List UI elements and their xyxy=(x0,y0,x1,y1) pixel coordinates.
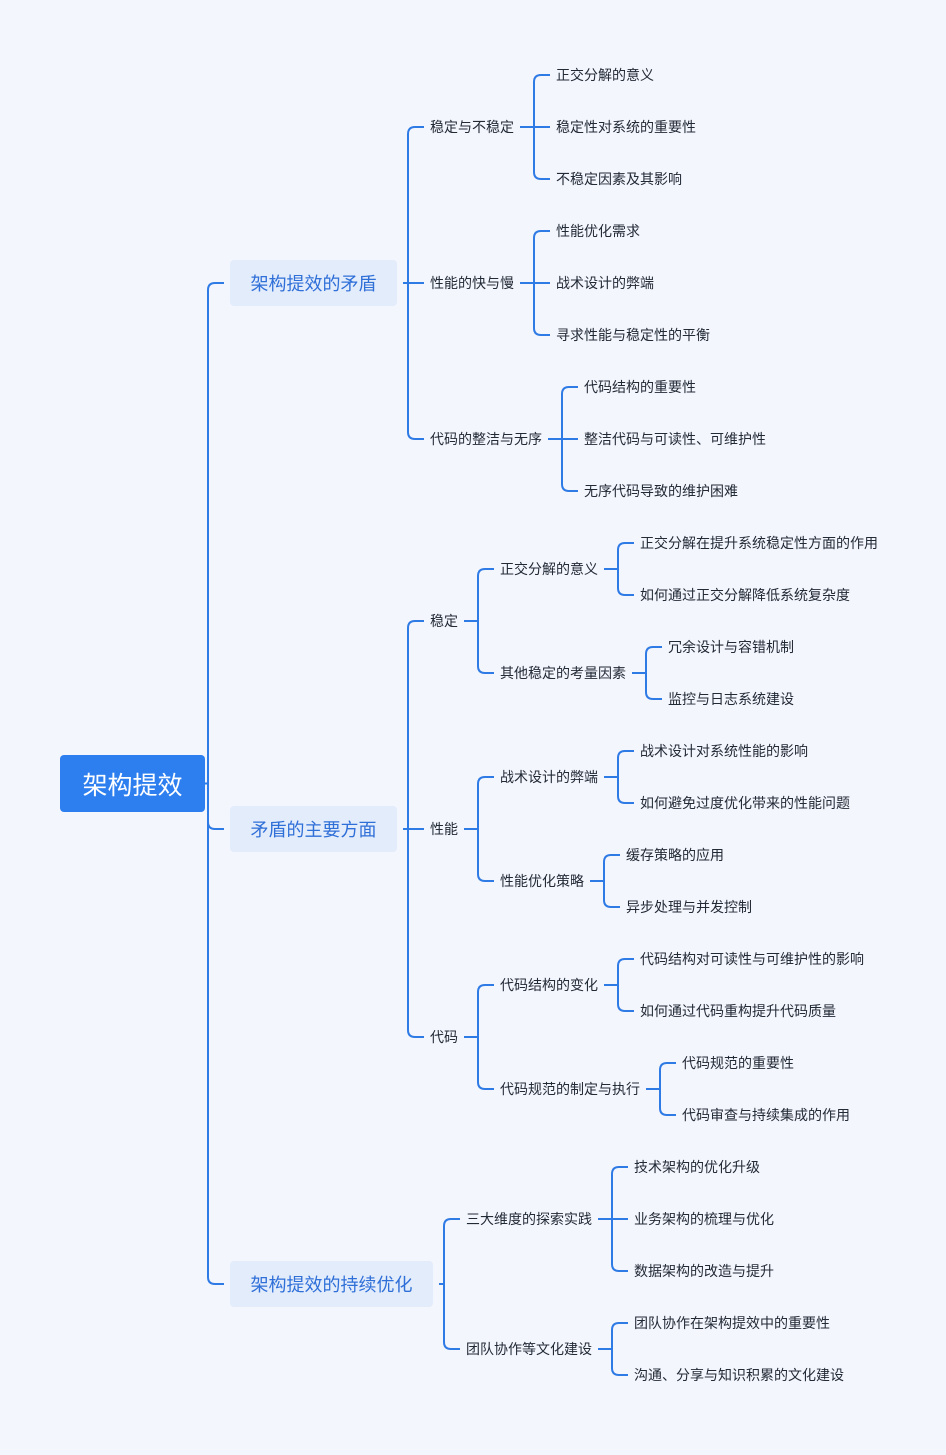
leaf-node[interactable]: 寻求性能与稳定性的平衡 xyxy=(556,327,710,343)
connector-line xyxy=(477,621,494,674)
connector-line xyxy=(617,958,634,985)
connector-line xyxy=(617,750,634,777)
leaf-node[interactable]: 技术架构的优化升级 xyxy=(634,1159,760,1175)
leaf-node[interactable]: 如何通过代码重构提升代码质量 xyxy=(640,1003,836,1019)
topic-node[interactable]: 战术设计的弊端 xyxy=(500,769,598,785)
leaf-node[interactable]: 代码审查与持续集成的作用 xyxy=(682,1107,850,1123)
topic-node[interactable]: 正交分解的意义 xyxy=(500,561,598,577)
branch-node[interactable]: 矛盾的主要方面 xyxy=(230,806,397,852)
topic-node[interactable]: 代码结构的变化 xyxy=(500,977,598,993)
topic-node[interactable]: 团队协作等文化建设 xyxy=(466,1341,592,1357)
connector-line xyxy=(645,646,662,673)
leaf-node[interactable]: 代码结构对可读性与可维护性的影响 xyxy=(640,951,864,967)
connector-line xyxy=(407,620,424,829)
leaf-node[interactable]: 不稳定因素及其影响 xyxy=(556,171,682,187)
leaf-node[interactable]: 冗余设计与容错机制 xyxy=(668,639,794,655)
connector-line xyxy=(611,1322,628,1349)
connector-line xyxy=(611,1219,628,1272)
connector-line xyxy=(533,230,550,283)
topic-node[interactable]: 性能 xyxy=(430,821,458,837)
connector-line xyxy=(645,673,662,700)
connector-line xyxy=(477,984,494,1037)
leaf-node[interactable]: 如何避免过度优化带来的性能问题 xyxy=(640,795,850,811)
leaf-node[interactable]: 业务架构的梳理与优化 xyxy=(634,1211,774,1227)
leaf-node[interactable]: 代码结构的重要性 xyxy=(584,379,696,395)
topic-node[interactable]: 代码 xyxy=(430,1029,458,1045)
connector-line xyxy=(477,829,494,882)
connector-line xyxy=(477,568,494,621)
connector-line xyxy=(617,777,634,804)
connector-line xyxy=(443,1284,460,1350)
connector-line xyxy=(407,283,424,440)
leaf-node[interactable]: 稳定性对系统的重要性 xyxy=(556,119,696,135)
connector-line xyxy=(477,1037,494,1090)
leaf-node[interactable]: 无序代码导致的维护困难 xyxy=(584,483,738,499)
leaf-node[interactable]: 战术设计的弊端 xyxy=(556,275,654,291)
leaf-node[interactable]: 战术设计对系统性能的影响 xyxy=(640,743,808,759)
leaf-node[interactable]: 如何通过正交分解降低系统复杂度 xyxy=(640,587,850,603)
connector-line xyxy=(659,1062,676,1089)
leaf-node[interactable]: 异步处理与并发控制 xyxy=(626,899,752,915)
connector-line xyxy=(659,1089,676,1116)
connector-line xyxy=(603,854,620,881)
connector-line xyxy=(617,542,634,569)
topic-node[interactable]: 性能优化策略 xyxy=(500,873,584,889)
leaf-node[interactable]: 团队协作在架构提效中的重要性 xyxy=(634,1315,830,1331)
connector-line xyxy=(533,283,550,336)
connector-line xyxy=(533,127,550,180)
leaf-node[interactable]: 监控与日志系统建设 xyxy=(668,691,794,707)
topic-node[interactable]: 其他稳定的考量因素 xyxy=(500,665,626,681)
connector-line xyxy=(561,439,578,492)
branch-node[interactable]: 架构提效的矛盾 xyxy=(230,260,397,306)
leaf-node[interactable]: 沟通、分享与知识积累的文化建设 xyxy=(634,1367,844,1383)
leaf-node[interactable]: 正交分解在提升系统稳定性方面的作用 xyxy=(640,535,878,551)
connector-line xyxy=(407,829,424,1038)
connector-line xyxy=(533,74,550,127)
connector-line xyxy=(611,1166,628,1219)
leaf-node[interactable]: 正交分解的意义 xyxy=(556,67,654,83)
topic-node[interactable]: 稳定 xyxy=(430,613,458,629)
branch-node[interactable]: 架构提效的持续优化 xyxy=(230,1261,433,1307)
leaf-node[interactable]: 缓存策略的应用 xyxy=(626,847,724,863)
leaf-node[interactable]: 性能优化需求 xyxy=(556,223,640,239)
topic-node[interactable]: 性能的快与慢 xyxy=(430,275,514,291)
connector-line xyxy=(617,569,634,596)
topic-node[interactable]: 三大维度的探索实践 xyxy=(466,1211,592,1227)
connector-line xyxy=(207,282,224,784)
connector-line xyxy=(443,1218,460,1284)
leaf-node[interactable]: 数据架构的改造与提升 xyxy=(634,1263,774,1279)
connector-line xyxy=(207,783,224,1285)
leaf-node[interactable]: 整洁代码与可读性、可维护性 xyxy=(584,431,766,447)
root-node[interactable]: 架构提效 xyxy=(60,755,205,812)
topic-node[interactable]: 稳定与不稳定 xyxy=(430,119,514,135)
connector-line xyxy=(617,985,634,1012)
connector-line xyxy=(407,126,424,283)
topic-node[interactable]: 代码规范的制定与执行 xyxy=(500,1081,640,1097)
connector-line xyxy=(561,386,578,439)
connector-line xyxy=(603,881,620,908)
connector-line xyxy=(611,1349,628,1376)
topic-node[interactable]: 代码的整洁与无序 xyxy=(430,431,542,447)
leaf-node[interactable]: 代码规范的重要性 xyxy=(682,1055,794,1071)
connector-line xyxy=(477,776,494,829)
connector-line xyxy=(207,783,224,830)
